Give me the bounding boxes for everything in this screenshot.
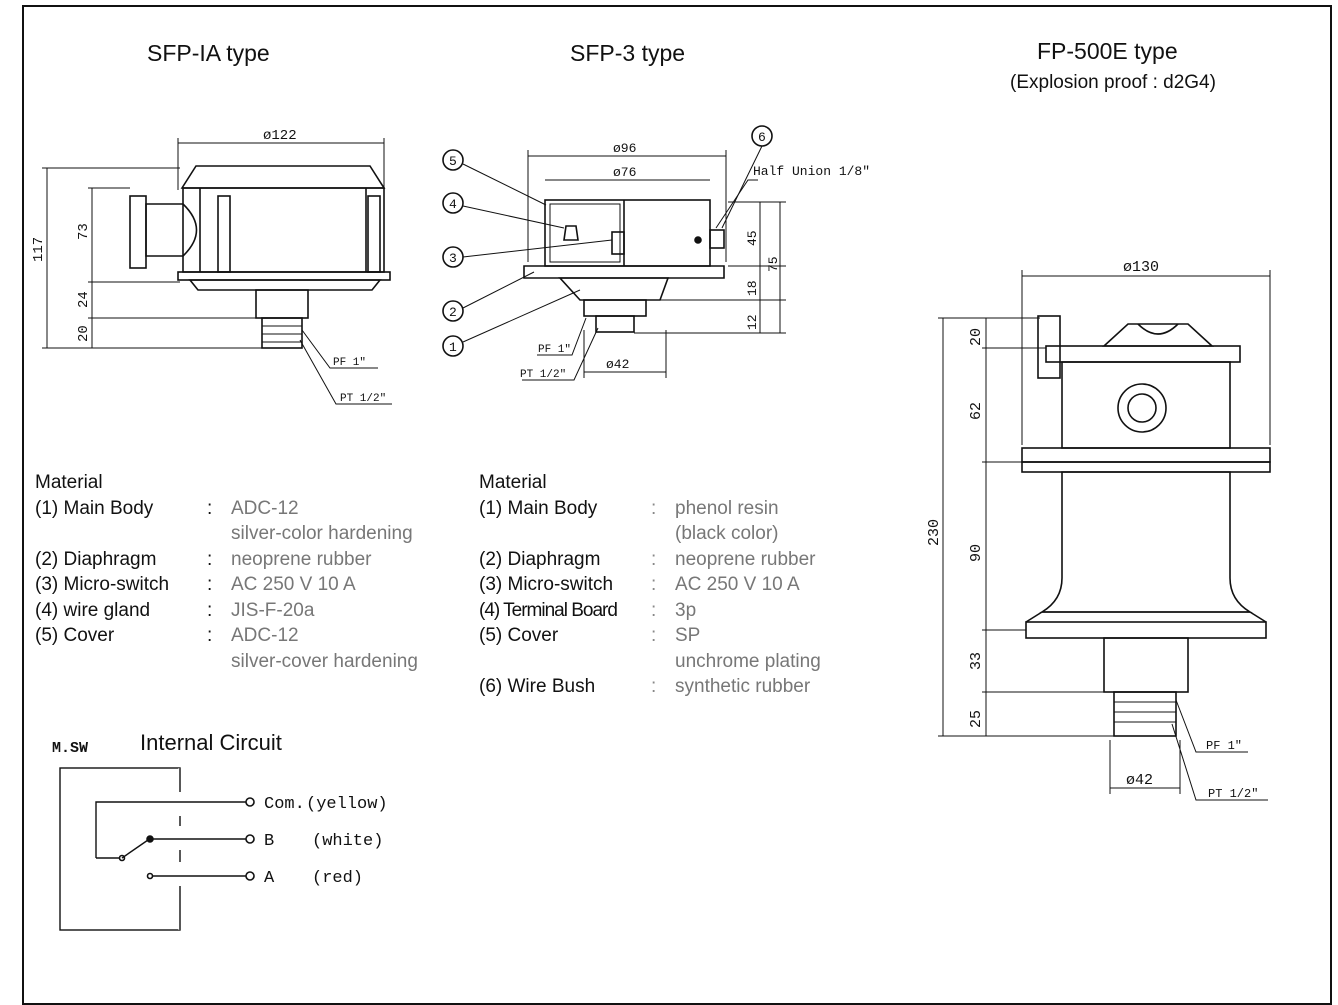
terminal-a-pin: A — [264, 869, 275, 888]
terminal-b-pin: B — [264, 832, 274, 851]
dim-sfp-3-d42: ø42 — [606, 357, 629, 372]
material-row: (4) wire gland:JIS-F-20a — [35, 599, 315, 621]
material-row: (2) Diaphragm:neoprene rubber — [35, 548, 372, 570]
material-row: (5) Cover:SP — [479, 625, 701, 646]
callout-2: 2 — [449, 305, 457, 320]
sfp-ia-material: Material (1) Main Body:ADC-12 silver-col… — [35, 470, 418, 674]
circuit-title: Internal Circuit — [140, 730, 282, 755]
dim-fp-500e-230: 230 — [926, 519, 943, 546]
sfp-ia-drawing — [42, 138, 392, 405]
dim-sfp-3-75: 75 — [766, 256, 781, 272]
material-row: (4) Terminal Board:3p — [479, 599, 697, 621]
sfp-3-material: Material (1) Main Body:phenol resin (bla… — [479, 470, 821, 700]
terminal-com-pin: Com. — [264, 795, 305, 814]
callout-5: 5 — [449, 154, 457, 169]
material-row: silver-cover hardening — [231, 650, 418, 672]
material-row: (1) Main Body:ADC-12 — [35, 497, 299, 519]
circuit-msw-label: M.SW — [52, 740, 88, 757]
dim-fp-500e-20: 20 — [968, 328, 985, 346]
callout-1: 1 — [449, 340, 457, 355]
dim-sfp-3-d76: ø76 — [613, 165, 636, 180]
technical-drawing: ø122 117 73 24 20 PF 1" PT 1/2" ø96 ø76 … — [31, 125, 1271, 931]
title-sfp-ia: SFP-IA type — [147, 40, 270, 66]
material-row: (2) Diaphragm:neoprene rubber — [479, 548, 816, 570]
sfp-3-drawing — [442, 125, 786, 381]
dim-sfp-3-half-union: Half Union 1/8" — [753, 164, 870, 179]
material-row: (6) Wire Bush:synthetic rubber — [479, 676, 811, 697]
material-row: (1) Main Body:phenol resin — [479, 497, 779, 519]
dim-fp-500e-33: 33 — [968, 652, 985, 670]
dim-sfp-ia-pt: PT 1/2" — [340, 393, 386, 405]
material-row: (5) Cover:ADC-12 — [35, 625, 299, 646]
title-fp-500e: FP-500E type — [1037, 38, 1178, 64]
callout-3: 3 — [449, 251, 457, 266]
material-heading: Material — [479, 472, 547, 493]
dim-sfp-3-pf: PF 1" — [538, 344, 571, 356]
dim-sfp-ia-117: 117 — [31, 237, 47, 262]
dim-fp-500e-pt: PT 1/2" — [1208, 787, 1258, 801]
title-sfp-3: SFP-3 type — [570, 40, 686, 66]
dim-sfp-ia-d122: ø122 — [263, 128, 297, 144]
material-row: (3) Micro-switch:AC 250 V 10 A — [35, 574, 356, 595]
fp-500e-drawing — [938, 270, 1271, 801]
dim-sfp-ia-73: 73 — [76, 223, 92, 240]
dim-sfp-3-d96: ø96 — [613, 141, 636, 156]
terminal-com-color: (yellow) — [306, 795, 388, 814]
callout-4: 4 — [449, 197, 457, 212]
dim-sfp-3-45: 45 — [745, 230, 760, 246]
dim-sfp-3-pt: PT 1/2" — [520, 369, 566, 381]
subtitle-fp-500e: (Explosion proof : d2G4) — [1010, 72, 1216, 93]
dim-sfp-ia-20: 20 — [76, 325, 92, 342]
dim-fp-500e-62: 62 — [968, 402, 985, 420]
dim-sfp-ia-24: 24 — [76, 291, 92, 308]
dim-fp-500e-25: 25 — [968, 710, 985, 728]
dim-fp-500e-pf: PF 1" — [1206, 739, 1242, 753]
dim-fp-500e-d130: ø130 — [1123, 259, 1159, 276]
callout-6: 6 — [758, 130, 766, 145]
terminal-a-color: (red) — [312, 869, 363, 888]
material-heading: Material — [35, 472, 103, 493]
terminal-b-color: (white) — [312, 832, 383, 851]
material-row: unchrome plating — [675, 650, 821, 672]
material-row: (3) Micro-switch:AC 250 V 10 A — [479, 574, 800, 595]
dim-sfp-3-18: 18 — [745, 280, 760, 296]
material-row: (black color) — [675, 523, 779, 544]
dim-sfp-ia-pf: PF 1" — [333, 357, 366, 369]
dim-sfp-3-12: 12 — [745, 314, 760, 330]
dim-fp-500e-90: 90 — [968, 544, 985, 562]
internal-circuit-diagram — [59, 767, 255, 931]
dim-fp-500e-d42: ø42 — [1126, 772, 1153, 789]
material-row: silver-color hardening — [231, 523, 413, 544]
